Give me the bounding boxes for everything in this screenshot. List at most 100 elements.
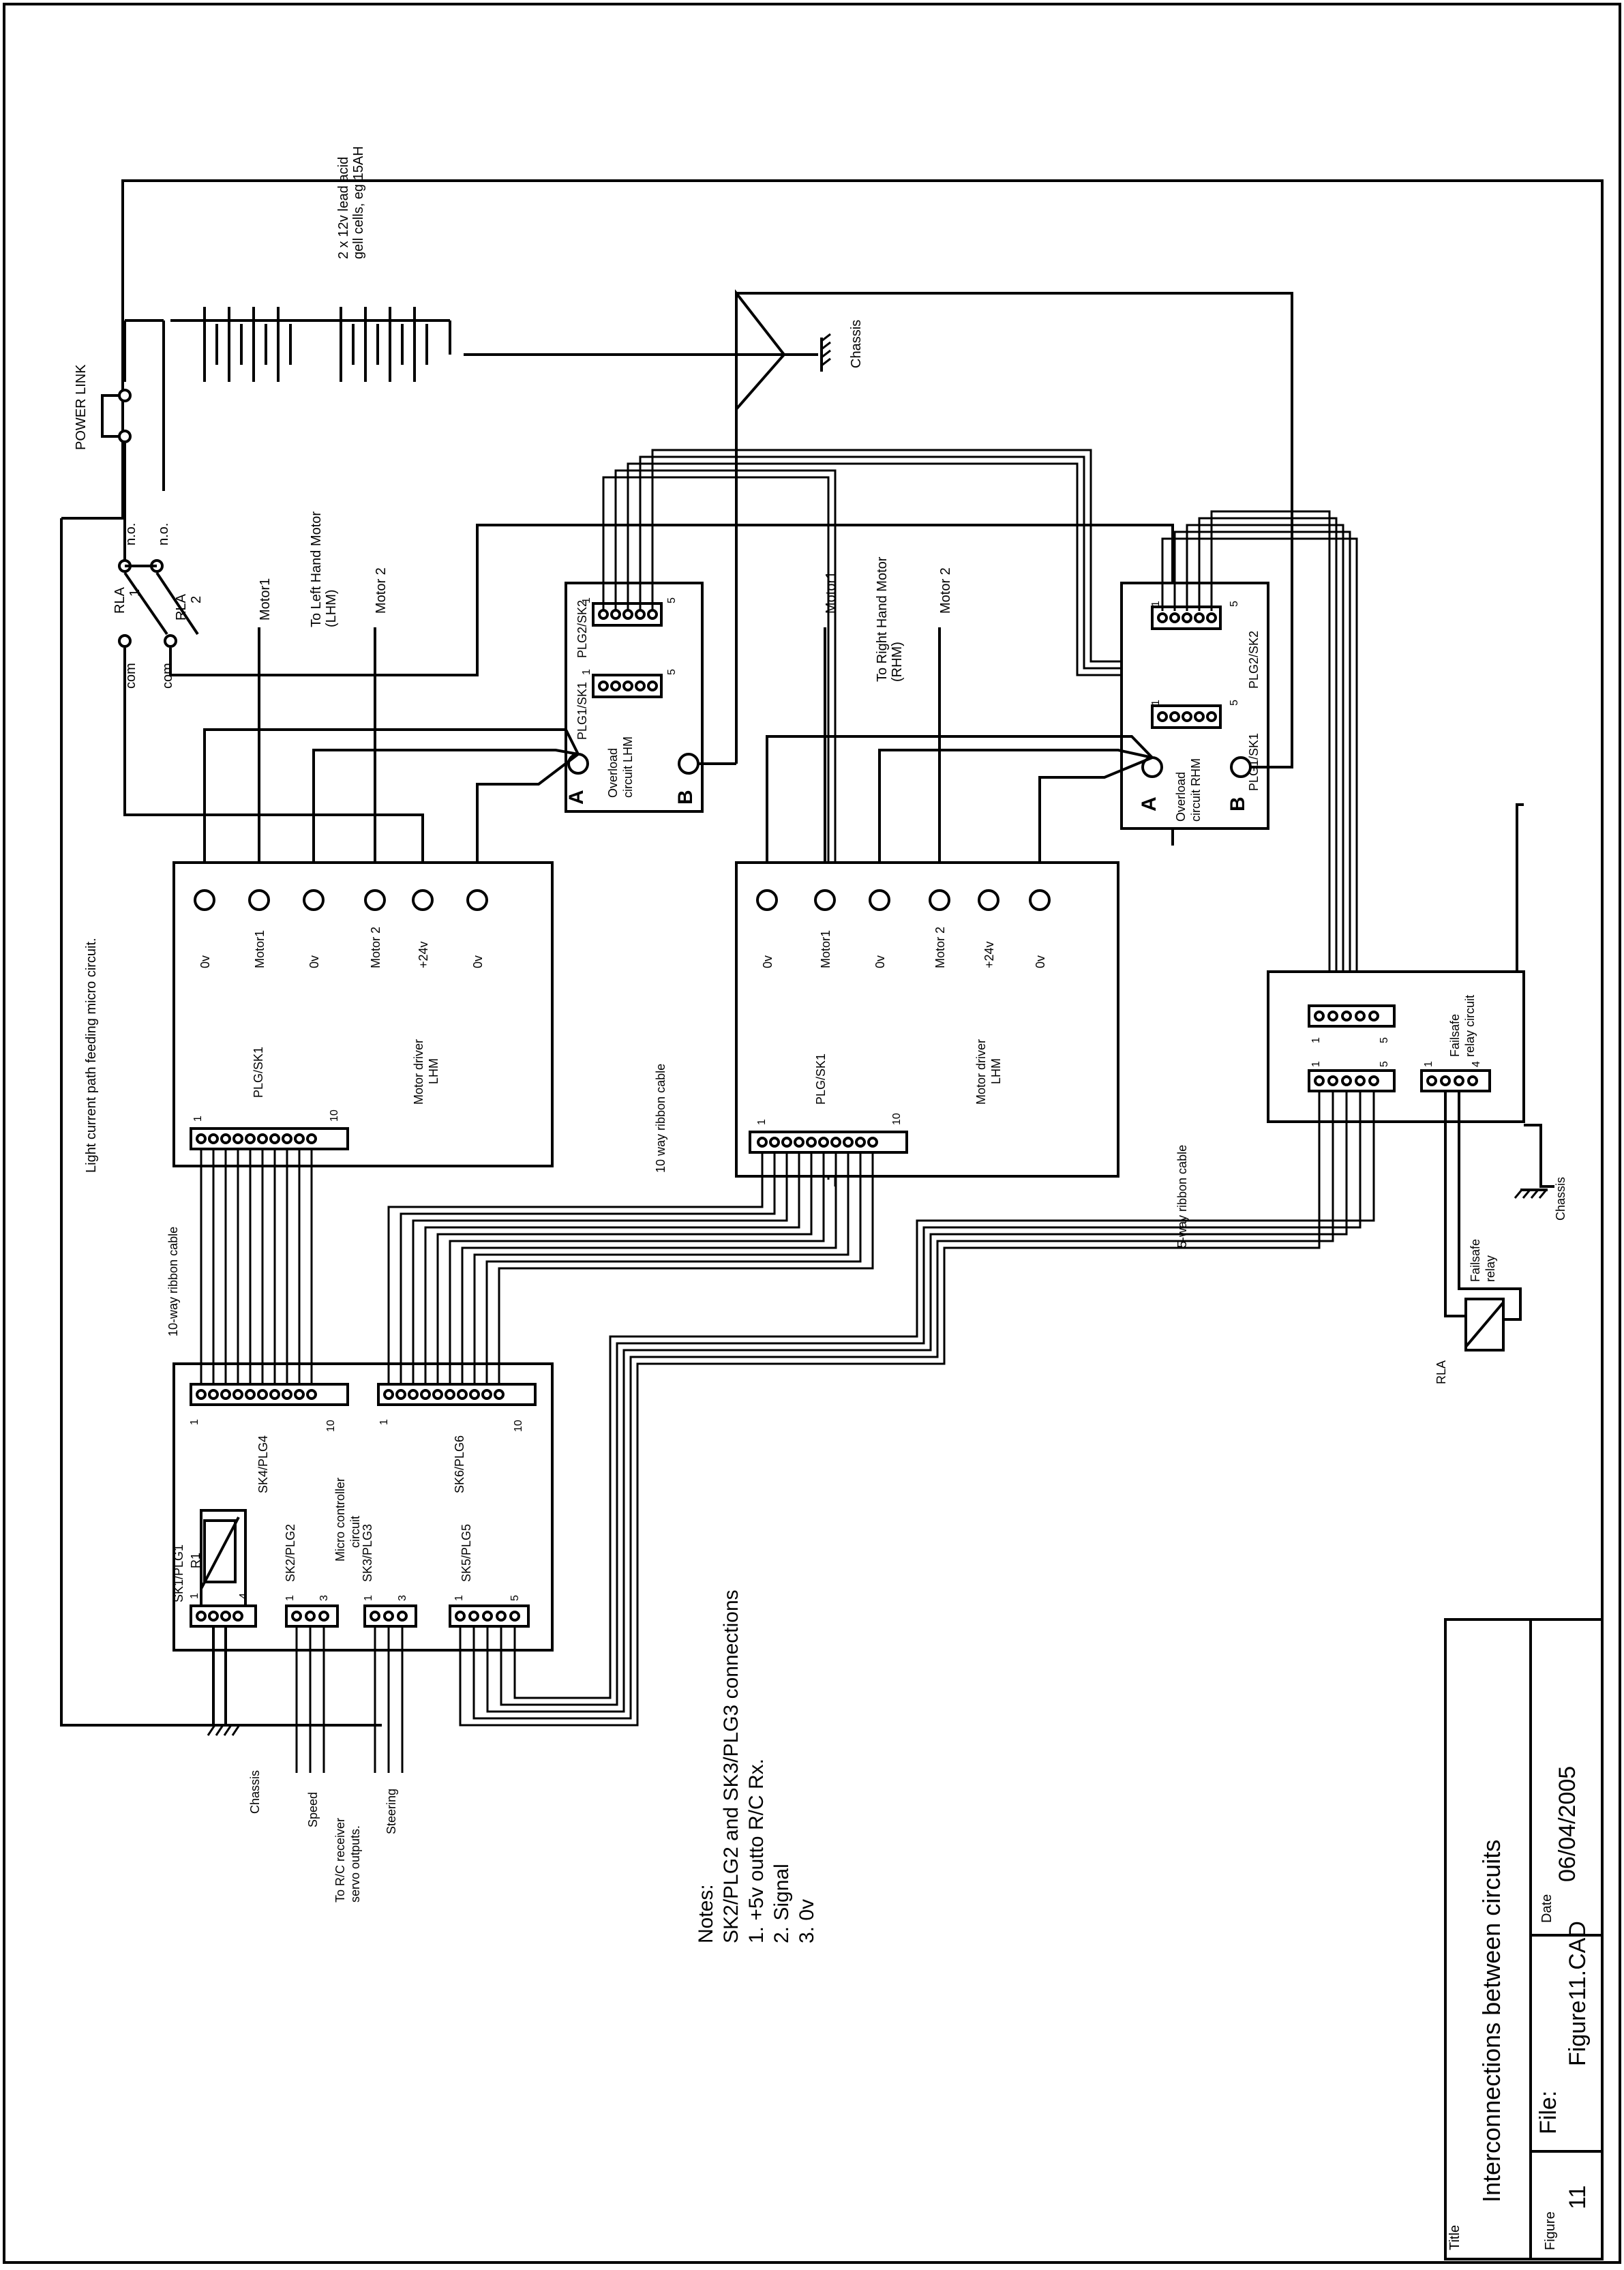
overload-lhm-p5a: 5 (666, 669, 678, 675)
overload-lhm-plg2: PLG2/SK2 (575, 600, 589, 658)
lhm-ov-0v-c (476, 753, 580, 863)
battery-icon (198, 307, 450, 382)
sheet-border (3, 3, 1621, 2264)
rhm-sk2-wire-5 (1210, 510, 1331, 1016)
motor-driver-rhm: 0v Motor1 0v Motor 2 +24v 0v Motor drive… (735, 861, 1119, 1178)
power-link (101, 389, 132, 566)
overload-lhm-a: A (565, 790, 588, 805)
overload-rhm-b: B (1227, 796, 1249, 811)
sk6-p1: 1 (378, 1419, 390, 1425)
overload-lhm-plg1: PLG1/SK1 (575, 682, 589, 740)
lhm-sk2-wire-2 (614, 469, 837, 1186)
light-path-wire (1516, 803, 1524, 972)
left-motor-leads: Motor1 Motor 2 To Left Hand Motor(LHM) (258, 511, 389, 863)
rhm-motor2-label: Motor 2 (938, 567, 953, 614)
title-text: Interconnections between circuits (1477, 1840, 1505, 2202)
com2-wire (169, 524, 1174, 846)
lhm-sk2-wire-1 (602, 476, 830, 1180)
rhm-sk2-wire-4 (1198, 517, 1338, 1016)
no2-label: n.o. (156, 523, 171, 546)
ribbon-5way (459, 1091, 1375, 1727)
rhm-term-5: +24v (982, 941, 996, 968)
overload-rhm-a: A (1138, 796, 1160, 811)
lhm-term-4: Motor 2 (369, 927, 382, 968)
sk1-p1: 1 (189, 1593, 200, 1599)
lhm-term-3: 0v (307, 955, 321, 968)
sk3-p1: 1 (363, 1595, 374, 1601)
overload-lhm-p1b: 1 (581, 597, 592, 603)
chassis-label-top: Chassis (849, 320, 864, 368)
ribbon-10way-left-label: 10-way ribbon cable (166, 1227, 180, 1336)
micro-chassis-label: Chassis (248, 1770, 262, 1814)
sk3-p3: 3 (397, 1595, 408, 1601)
lhm-term-5: +24v (417, 941, 430, 968)
fs-p4c: 4 (1471, 1061, 1482, 1067)
notes-line3: 2. Signal (770, 1864, 793, 1943)
sk1-label: SK1/PLG1 (172, 1544, 185, 1602)
failsafe-chassis-label: Chassis (1554, 1177, 1567, 1221)
date-value: 06/04/2005 (1554, 1766, 1580, 1882)
fs-p1a: 1 (1310, 1037, 1322, 1043)
sk5-p5: 5 (509, 1595, 521, 1601)
failsafe-pins (1314, 1011, 1478, 1086)
overload-lhm-p5b: 5 (666, 597, 678, 603)
rhm-term-1: 0v (761, 955, 775, 968)
notes-line2: 1. +5v outto R/C Rx. (745, 1759, 768, 1943)
overload-rhm-p5b: 5 (1229, 601, 1240, 607)
rla-coil-label: RLA (1434, 1360, 1448, 1384)
sk2-p1: 1 (284, 1595, 296, 1601)
com1-wire (123, 648, 424, 863)
lhm-sk2-wire-4 (639, 456, 1188, 716)
lhm-motor-label: To Left Hand Motor(LHM) (309, 511, 339, 627)
relay-coil-wire-2 (1458, 1091, 1522, 1321)
rla1-label: RLA1 (112, 586, 142, 614)
rla2-label: RLA2 (174, 593, 204, 621)
rhm-ov-0v-a (766, 735, 1154, 863)
ribbon-5way-label: 5-way ribbon cable (1175, 1145, 1189, 1248)
notes: Notes: SK2/PLG2 and SK3/PLG3 connections… (695, 1589, 818, 1943)
overload-rhm-p1a: 1 (1150, 700, 1162, 706)
figure-number: 11 (1565, 2185, 1591, 2209)
chassis-ground-icon-failsafe (1514, 1189, 1548, 1199)
sk5-label: SK5/PLG5 (460, 1524, 473, 1582)
lhm-plg-pins (196, 1133, 317, 1144)
lhm-plg-p1: 1 (192, 1116, 204, 1122)
light-path-label: Light current path feeding micro circuit… (84, 938, 99, 1173)
micro-controller-circuit: R1 SK1/PLG1 1 4 SK2/PLG2 1 3 SK3/PLG3 1 … (172, 1362, 554, 1652)
ribbon-10way-mid-label: 10 way ribbon cable (654, 1064, 667, 1173)
right-motor-leads: Motor1 Motor 2 To Right Hand Motor(RHM) (824, 556, 953, 863)
figure-label: Figure (1543, 2211, 1558, 2250)
rhm-term-4: Motor 2 (933, 927, 947, 968)
lhm-term-2: Motor1 (253, 930, 267, 968)
lhm-motor2-label: Motor 2 (374, 567, 389, 614)
rhm-b-wire (736, 292, 1293, 768)
rhm-term-3: 0v (873, 955, 887, 968)
sk6-pins (383, 1389, 505, 1400)
lhm-term-6: 0v (471, 955, 485, 968)
speed-label: Speed (306, 1792, 320, 1827)
sk2-label: SK2/PLG2 (284, 1524, 297, 1582)
sk4-pins (196, 1389, 317, 1400)
notes-line4: 3. 0v (796, 1899, 818, 1943)
failsafe-chassis-wire (1524, 1124, 1554, 1188)
overload-lhm-p1a: 1 (581, 669, 592, 675)
overload-rhm-plg2: PLG2/SK2 (1247, 631, 1261, 689)
lhm-ov-0v-a (203, 728, 580, 863)
battery-spec: 2 x 12v lead acidgell cells, eg 15AH (336, 146, 366, 259)
relay-coil-icon (1464, 1298, 1505, 1351)
sk2-p3: 3 (318, 1595, 330, 1601)
sk3-label: SK3/PLG3 (361, 1524, 374, 1582)
com1-label: com (123, 663, 138, 689)
rhm-motor1-label: Motor1 (824, 571, 839, 614)
rhm-sk2-wire-3 (1186, 524, 1344, 1016)
frame-left (60, 518, 382, 1727)
sk4-p10: 10 (325, 1420, 337, 1432)
chassis-ground-icon (820, 333, 831, 372)
steering-label: Steering (385, 1789, 398, 1834)
